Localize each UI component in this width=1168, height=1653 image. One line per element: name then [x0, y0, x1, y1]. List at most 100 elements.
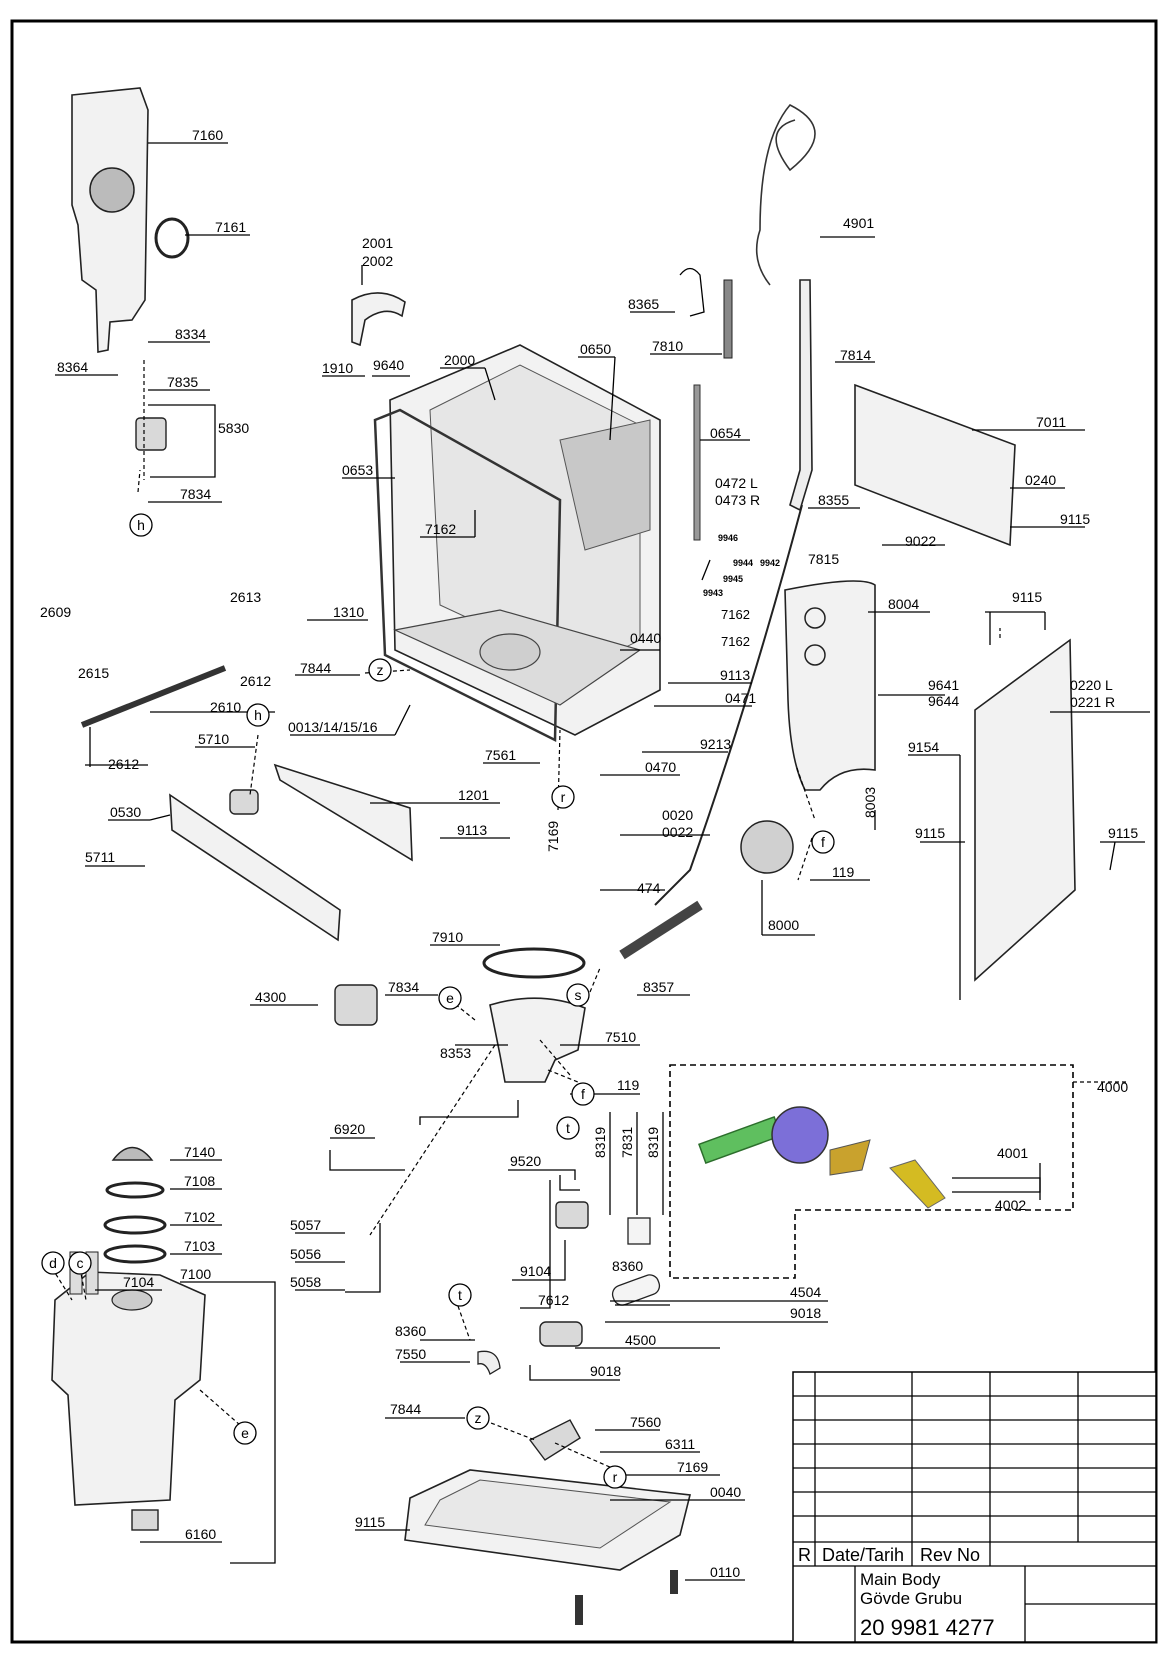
label-0471: 0471 [725, 690, 756, 706]
label-0020: 0020 [662, 807, 693, 823]
ref-d-softener: d [49, 1255, 57, 1271]
label-2612-top: 2612 [240, 673, 271, 689]
label-8360-upper: 8360 [612, 1258, 643, 1274]
ref-z-base: z [475, 1410, 482, 1426]
label-0530: 0530 [110, 804, 141, 820]
label-8000: 8000 [768, 917, 799, 933]
label-7612: 7612 [538, 1292, 569, 1308]
label-7108: 7108 [184, 1173, 215, 1189]
cap-7140 [111, 1146, 154, 1161]
label-2612-bottom: 2612 [108, 756, 139, 772]
label-9115-door-mid: 9115 [915, 825, 945, 841]
label-7834-top: 7834 [180, 486, 211, 502]
label-2000: 2000 [444, 352, 475, 368]
ref-h-top: h [137, 517, 145, 533]
label-0220L: 0220 L [1070, 677, 1113, 693]
label-7831: 7831 [619, 1127, 635, 1158]
label-7140: 7140 [184, 1144, 215, 1160]
label-7834-sump: 7834 [388, 979, 419, 995]
title-block-date: Date/Tarih [822, 1545, 904, 1565]
part-0110 [670, 1570, 678, 1594]
valve-7612 [555, 1201, 589, 1229]
part-4500 [539, 1321, 583, 1347]
title-block: R Date/Tarih Rev No Main Body Gövde Grub… [792, 1371, 1157, 1643]
ref-f-sump: f [581, 1086, 585, 1102]
ref-s-sump: s [575, 987, 582, 1003]
part-shapes [51, 87, 1076, 1625]
ref-e-softener: e [241, 1425, 249, 1441]
label-4001: 4001 [997, 1145, 1028, 1161]
label-8334: 8334 [175, 326, 206, 342]
ref-f-fan: f [821, 834, 825, 850]
mesh-strip-0654 [693, 384, 701, 541]
hose-7814 [789, 279, 813, 512]
label-8319-left: 8319 [592, 1127, 608, 1158]
panel-0530 [169, 793, 341, 942]
label-5830: 5830 [218, 420, 249, 436]
label-9644: 9644 [928, 693, 959, 709]
title-block-r: R [798, 1545, 811, 1565]
ref-z-top: z [377, 662, 384, 678]
label-2613: 2613 [230, 589, 261, 605]
side-duct-panel [71, 87, 149, 353]
bracket-1201 [273, 763, 413, 862]
label-9022: 9022 [905, 533, 936, 549]
label-8355: 8355 [818, 492, 849, 508]
label-5057: 5057 [290, 1217, 321, 1233]
label-5711: 5711 [85, 849, 115, 865]
cable-4901 [755, 104, 816, 286]
valve-body-5830 [135, 417, 167, 451]
ring-7108 [105, 1181, 165, 1199]
label-9113-top: 9113 [720, 667, 750, 683]
water-softener-7100 [51, 1271, 206, 1506]
label-7169-base: 7169 [677, 1459, 708, 1475]
label-9104: 9104 [520, 1263, 551, 1279]
label-5058: 5058 [290, 1274, 321, 1290]
ref-h-mid: h [254, 707, 262, 723]
label-7844-base: 7844 [390, 1401, 421, 1417]
tub-mesh [559, 419, 651, 551]
label-7160: 7160 [192, 127, 223, 143]
label-9942: 9942 [760, 558, 780, 568]
title-block-drawing-no: 20 9981 4277 [860, 1615, 995, 1640]
label-9944: 9944 [733, 558, 753, 568]
label-8365: 8365 [628, 296, 659, 312]
label-0013: 0013/14/15/16 [288, 719, 378, 735]
label-9640: 9640 [373, 357, 404, 373]
gasket-7910 [482, 947, 586, 979]
gasket-ring-7161 [154, 217, 190, 259]
label-0221R: 0221 R [1070, 694, 1115, 710]
label-0470: 0470 [645, 759, 676, 775]
label-7835: 7835 [167, 374, 198, 390]
label-1201: 1201 [458, 787, 489, 803]
label-7810: 7810 [652, 338, 683, 354]
label-0654: 0654 [710, 425, 741, 441]
tub-sump-opening [479, 633, 541, 671]
label-7100: 7100 [180, 1266, 211, 1282]
part-6160 [131, 1509, 159, 1531]
label-2610: 2610 [210, 699, 241, 715]
strip-2610 [80, 665, 227, 728]
label-0110: 0110 [710, 1564, 740, 1580]
dashed-links [51, 469, 1001, 1469]
duct-fan-opening [89, 167, 135, 213]
label-1310: 1310 [333, 604, 364, 620]
label-4000: 4000 [1097, 1079, 1128, 1095]
label-7162-tub: 7162 [425, 521, 456, 537]
label-7561: 7561 [485, 747, 516, 763]
part-4300 [334, 984, 378, 1026]
label-7815: 7815 [808, 551, 839, 567]
label-9115-right: 9115 [1060, 511, 1090, 527]
hook-8365 [679, 267, 705, 317]
label-8353: 8353 [440, 1045, 471, 1061]
pump-bracket [829, 1139, 871, 1176]
label-7844-top: 7844 [300, 660, 331, 676]
tub-door-frame [373, 408, 562, 743]
label-6160: 6160 [185, 1526, 216, 1542]
label-7161: 7161 [215, 219, 246, 235]
spring-7810 [723, 279, 733, 359]
label-0473R: 0473 R [715, 492, 760, 508]
label-4500: 4500 [625, 1332, 656, 1348]
ring-7103 [103, 1244, 167, 1264]
